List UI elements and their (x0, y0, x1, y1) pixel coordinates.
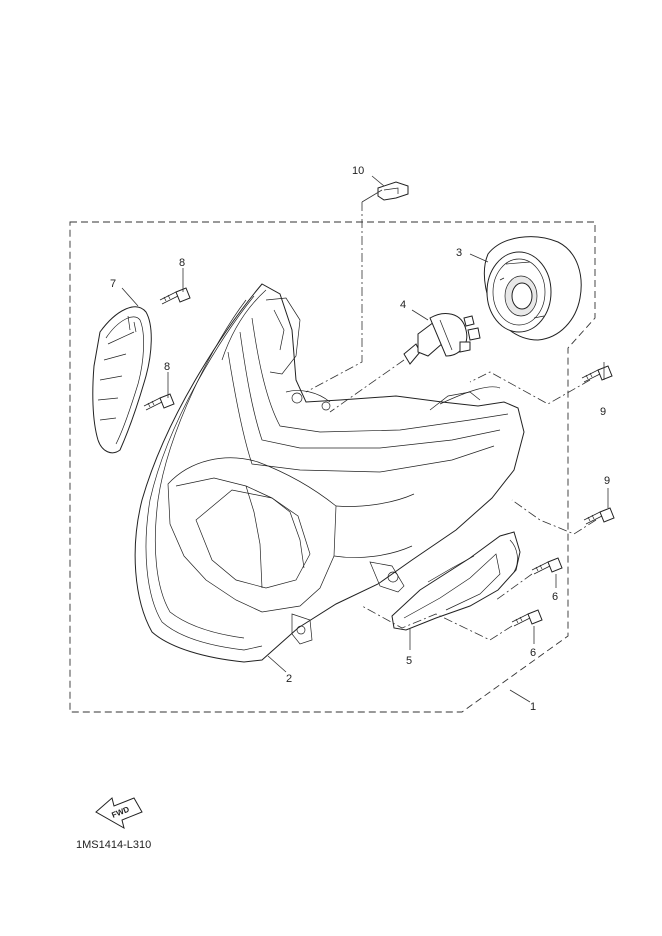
screw-part-8-bottom (143, 393, 175, 411)
callout-9-top: 9 (600, 406, 606, 418)
screw-part-6-bottom (511, 609, 543, 627)
callout-10: 10 (352, 165, 364, 177)
fwd-direction-arrow: FWD (95, 797, 143, 830)
clip-part-10 (377, 181, 409, 201)
callout-2: 2 (286, 673, 292, 685)
bulb-part-4 (403, 313, 481, 365)
side-piece-part-7 (92, 306, 152, 454)
screw-part-8-top (159, 287, 191, 305)
diagram-code: 1MS1414-L310 (76, 839, 151, 851)
callout-9-bottom: 9 (604, 475, 610, 487)
leader-lines (121, 175, 609, 703)
callout-4: 4 (400, 299, 406, 311)
headlight-body-part-2 (134, 283, 525, 663)
callout-7: 7 (110, 278, 116, 290)
screw-part-9-top (581, 365, 613, 383)
callout-6-bottom: 6 (530, 647, 536, 659)
callout-3: 3 (456, 247, 462, 259)
callout-8-bottom: 8 (164, 361, 170, 373)
position-bracket-part-5 (391, 531, 521, 631)
callout-6-top: 6 (552, 591, 558, 603)
callout-1: 1 (530, 701, 536, 713)
screw-part-9-bottom (583, 507, 615, 525)
callout-5: 5 (406, 655, 412, 667)
callout-8-top: 8 (179, 257, 185, 269)
socket-cover-part-3 (483, 236, 582, 341)
screw-part-6-top (531, 557, 563, 575)
assembly-boundary-dashed (69, 221, 596, 713)
